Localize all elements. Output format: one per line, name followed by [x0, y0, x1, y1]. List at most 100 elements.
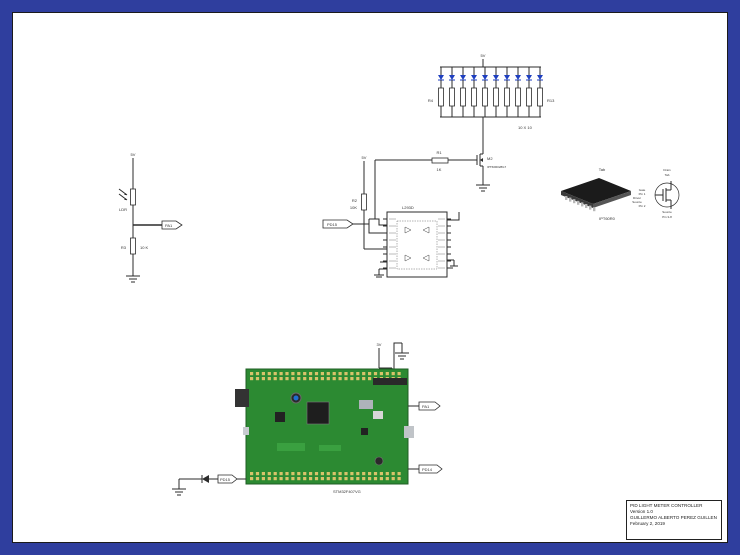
- rail-5v-ldr-label: 5V: [131, 152, 136, 157]
- mosfet-designator: M2: [487, 156, 493, 161]
- net-tag-pa1-board-label: PA1: [422, 404, 430, 409]
- usb-connector: [404, 426, 414, 438]
- net-tag-pa1-board: [418, 401, 441, 411]
- led-resistor: [493, 87, 499, 107]
- package-pin-label: Pin 2: [639, 204, 646, 208]
- led-diode: [438, 75, 444, 80]
- resistor-r4-label: R4: [428, 98, 434, 103]
- package-top-face: [561, 178, 631, 204]
- led-array-caption: 10 X 10: [518, 125, 533, 130]
- ldr-label: LDR: [119, 207, 127, 212]
- led-diode: [537, 75, 543, 80]
- ground-mosfet: [476, 184, 490, 192]
- led-column: [526, 67, 532, 117]
- diode-body: [202, 475, 209, 483]
- resistor-r13-label: R13: [547, 98, 555, 103]
- pulldown-r2: 5V R2 10K: [350, 155, 367, 249]
- led-diode: [504, 75, 510, 80]
- package-pin-label: Source: [632, 200, 642, 204]
- schematic-canvas: 5V R4 R13 10 X 10 M2 IPT60R028: [118, 53, 680, 496]
- led-diode: [515, 75, 521, 80]
- title-project: PID LIGHT METER CONTROLLER: [630, 503, 703, 508]
- led-diode: [482, 75, 488, 80]
- led-column: [482, 67, 488, 117]
- mosfet-m2: M2 IPT60R028G7: [476, 147, 507, 192]
- rail-3v-label: 3V: [377, 342, 382, 347]
- light-sensor: 5V LDR R3 10 K: [118, 152, 162, 283]
- package-name-label: IPT60R0: [599, 216, 616, 221]
- resistor-r2-value: 10K: [350, 205, 357, 210]
- led-column: [438, 67, 444, 117]
- driver-ic-body: [386, 211, 448, 278]
- led-diode: [460, 75, 466, 80]
- resistor-r2: [361, 193, 367, 211]
- led-column: [537, 67, 543, 117]
- led-diode: [449, 75, 455, 80]
- led-resistor: [438, 87, 444, 107]
- package-pin-label: Source: [662, 210, 672, 214]
- led-resistor: [460, 87, 466, 107]
- resistor-r2-label: R2: [352, 198, 358, 203]
- rail-5v-driver-label: 5V: [362, 155, 367, 160]
- discovery-board: [245, 368, 409, 485]
- led-diode: [471, 75, 477, 80]
- package-tab-label: Tab: [599, 167, 606, 172]
- driver-pins: [383, 218, 451, 269]
- resistor-r3: [130, 237, 136, 255]
- led-column: [449, 67, 455, 117]
- led-column: [504, 67, 510, 117]
- resistor-r1-label: R1: [436, 150, 442, 155]
- led-resistor: [449, 87, 455, 107]
- led-resistor: [537, 87, 543, 107]
- ground-driver-right: [447, 259, 458, 267]
- package-leads: [565, 196, 596, 212]
- resistor-r3-label: R3: [121, 245, 127, 250]
- package-pin-label: Pin 1: [639, 192, 646, 196]
- rail-5v-top-label: 5V: [481, 53, 486, 58]
- title-version: Version 1.0: [630, 509, 653, 515]
- resistor-r1: [431, 157, 449, 164]
- led-column: [460, 67, 466, 117]
- led-resistor: [515, 87, 521, 107]
- package-pin-label: Gate: [639, 188, 646, 192]
- mosfet-part-label: IPT60R028G7: [487, 165, 507, 169]
- net-tag-pd15-diode: [217, 474, 238, 484]
- led-resistor: [471, 87, 477, 107]
- package-pin-label: Drain: [663, 168, 671, 172]
- board-name-label: STM32F407VG: [333, 489, 361, 494]
- title-author: GUILLERMO ALBERTO PEREZ GUILLEN: [630, 515, 717, 521]
- led-resistor: [482, 87, 488, 107]
- ground-diode: [172, 488, 186, 496]
- resistor-r1-value: 1K: [437, 167, 442, 172]
- audio-jack: [235, 389, 249, 407]
- led-array: 5V R4 R13 10 X 10: [428, 53, 555, 147]
- led-columns: [438, 67, 543, 117]
- schematic-sheet: 5V R4 R13 10 X 10 M2 IPT60R028: [12, 12, 728, 543]
- title-block: PID LIGHT METER CONTROLLER Version 1.0 G…: [626, 500, 722, 540]
- microcontroller-chip: [306, 401, 330, 425]
- led-diode: [526, 75, 532, 80]
- ground-board-top: [395, 343, 409, 360]
- driver-purple-wire: [373, 218, 387, 226]
- power-header: [373, 378, 407, 385]
- led-diode: [493, 75, 499, 80]
- driver-l293d: L293D: [364, 205, 460, 278]
- ldr-body: [130, 188, 136, 206]
- svg-text:PD15: PD15: [327, 222, 338, 227]
- led-column: [471, 67, 477, 117]
- net-tag-pd15-diode-label: PD15: [220, 477, 231, 482]
- ground-sensor: [126, 275, 140, 283]
- resistor-r3-value: 10 K: [140, 245, 149, 250]
- led-column: [515, 67, 521, 117]
- svg-text:PA1: PA1: [165, 223, 173, 228]
- net-tag-pd14-board: [418, 464, 443, 474]
- driver-blue-wire: [368, 224, 387, 234]
- net-tag-pa1-sensor: PA1: [161, 220, 183, 230]
- led-resistor: [504, 87, 510, 107]
- driver-red-wire: [447, 212, 460, 221]
- ground-driver-left: [374, 268, 387, 278]
- led-resistor: [526, 87, 532, 107]
- package-pin-label: Pin 3-8: [662, 215, 672, 219]
